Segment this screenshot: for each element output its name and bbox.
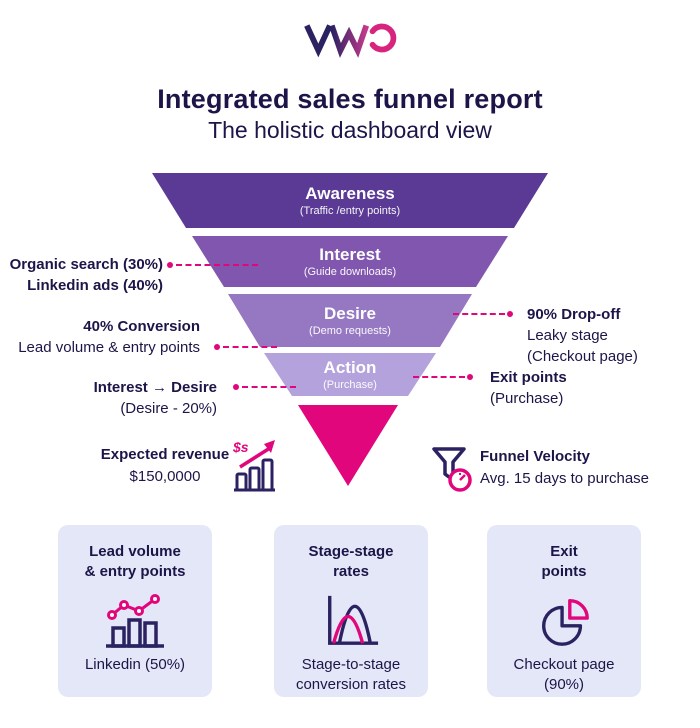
card-caption: Stage-to-stage conversion rates <box>296 655 406 695</box>
funnel-stage-desire: Desire (Demo requests) <box>228 294 472 347</box>
logo-letter-v <box>304 24 333 58</box>
stage-sublabel: (Traffic /entry points) <box>299 204 401 217</box>
metric-funnel-velocity: Funnel Velocity Avg. 15 days to purchase <box>480 446 649 490</box>
funnel-stage-action: Action (Purchase) <box>264 353 436 396</box>
annotation-line: Interest → Desire <box>93 379 217 396</box>
annotation-exit-points: Exit points (Purchase) <box>490 367 567 409</box>
revenue-growth-icon: $s <box>232 439 275 492</box>
connector-dot <box>233 384 239 390</box>
funnel-stage-interest: Interest (Guide downloads) <box>192 236 508 287</box>
annotation-line: Leaky stage <box>527 327 608 344</box>
page-subtitle: The holistic dashboard view <box>208 117 492 143</box>
connector-dot <box>214 344 220 350</box>
bell-curves-icon <box>328 595 379 645</box>
annotation-line: Exit points <box>490 369 567 386</box>
card-icon-wrap <box>320 587 382 655</box>
stage-label: Awareness <box>305 183 395 203</box>
card-title: Exit points <box>542 542 587 582</box>
stage-sublabel: (Guide downloads) <box>303 265 397 278</box>
card-icon-wrap <box>103 587 167 655</box>
stage-label: Action <box>323 357 377 377</box>
card-caption-line: Checkout page <box>513 656 615 673</box>
stage-label: Desire <box>324 303 376 323</box>
stage-sublabel: (Demo requests) <box>309 324 391 337</box>
connector-dotted-line <box>176 264 258 266</box>
annotation-line: Organic search (30%) <box>9 256 163 273</box>
connector-dotted-line <box>223 346 277 348</box>
annotation-conversion: 40% Conversion Lead volume & entry point… <box>0 316 200 358</box>
card-caption-line: Linkedin (50%) <box>84 656 186 673</box>
stage-label: Interest <box>319 244 381 264</box>
connector-dot <box>507 311 513 317</box>
metric-value: $150,0000 <box>129 468 201 485</box>
annotation-line: (Checkout page) <box>527 348 638 365</box>
dollar-icon-text: $s <box>232 439 249 455</box>
annotation-entry-points: Organic search (30%) Linkedin ads (40%) <box>0 254 163 296</box>
card-caption-line: conversion rates <box>295 676 407 693</box>
card-caption-line: Stage-to-stage <box>301 656 401 673</box>
card-caption: Checkout page (90%) <box>514 655 615 695</box>
annotation-interest-desire: Interest → Desire (Desire - 20%) <box>0 377 217 419</box>
logo-letter-o <box>369 23 397 53</box>
card-lead-volume: Lead volume & entry points Linkedin (50%… <box>58 525 212 697</box>
card-caption-line: (90%) <box>543 676 584 693</box>
page-title: Integrated sales funnel report <box>157 84 543 114</box>
logo-letter-w <box>329 24 370 58</box>
card-title-line: points <box>541 563 587 580</box>
connector-dotted-line <box>453 313 505 315</box>
bar-chart-trend-icon <box>106 594 164 648</box>
annotation-line: 40% Conversion <box>83 318 200 335</box>
card-title-line: Stage-stage <box>308 543 394 560</box>
funnel-velocity-icon <box>432 447 472 492</box>
funnel-stage-awareness: Awareness (Traffic /entry points) <box>152 173 548 228</box>
metric-expected-revenue: Expected revenue $150,0000 <box>95 444 235 488</box>
metric-label: Funnel Velocity <box>480 448 591 465</box>
connector-dotted-line <box>242 386 296 388</box>
annotation-line: Linkedin ads (40%) <box>27 277 163 294</box>
annotation-line: 90% Drop-off <box>527 306 621 323</box>
annotation-line: Lead volume & entry points <box>18 339 200 356</box>
card-title-line: & entry points <box>84 563 186 580</box>
card-title-line: Lead volume <box>89 543 181 560</box>
card-stage-rates: Stage-stage rates Stage-to-stage convers… <box>274 525 428 697</box>
annotation-drop-off: 90% Drop-off Leaky stage (Checkout page) <box>527 304 638 367</box>
vwo-logo <box>304 23 397 58</box>
connector-dot <box>167 262 173 268</box>
card-caption: Linkedin (50%) <box>85 655 185 675</box>
pie-chart-icon <box>542 599 589 646</box>
card-title: Lead volume & entry points <box>85 542 186 582</box>
annotation-line: (Purchase) <box>490 390 564 407</box>
stage-sublabel: (Purchase) <box>323 378 377 391</box>
metric-value: Avg. 15 days to purchase <box>480 470 649 487</box>
connector-dotted-line <box>413 376 465 378</box>
card-exit-points: Exit points Checkout page (90%) <box>487 525 641 697</box>
annotation-line: (Desire - 20%) <box>120 400 217 417</box>
card-icon-wrap <box>534 587 594 655</box>
card-title-line: rates <box>333 563 369 580</box>
card-title-line: Exit <box>550 543 578 560</box>
connector-dot <box>467 374 473 380</box>
metric-label: Expected revenue <box>100 446 230 463</box>
card-title: Stage-stage rates <box>308 542 393 582</box>
